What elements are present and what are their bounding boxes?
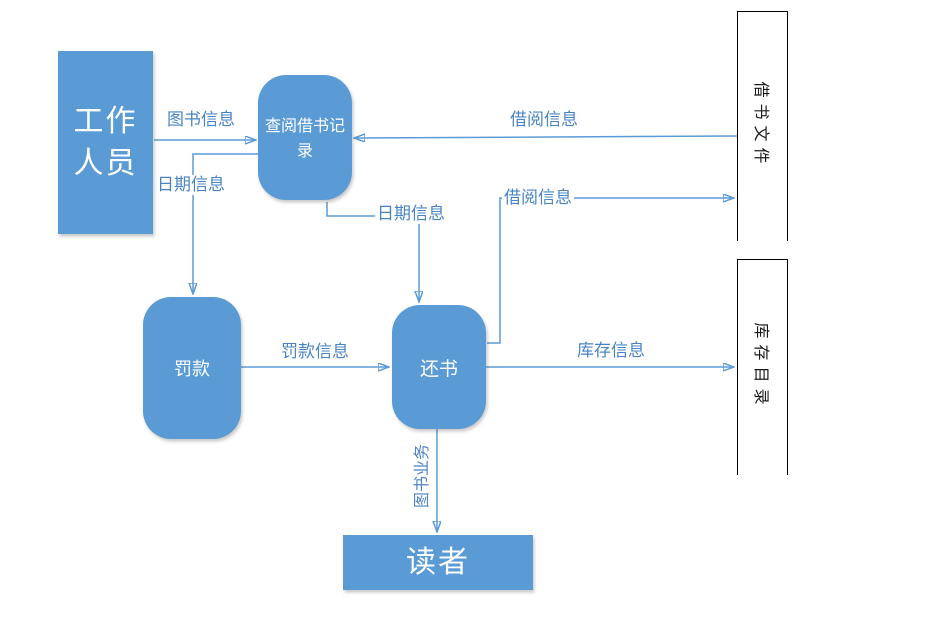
node-staff: 工作人员: [58, 51, 153, 234]
node-reader: 读者: [343, 535, 533, 590]
node-check-record: 查阅借书记录: [258, 75, 352, 200]
flow-label-book-business: 图书业务: [412, 443, 431, 508]
node-borrow-file: [737, 11, 788, 241]
flow-label-fine-info: 罚款信息: [279, 342, 351, 362]
flow-date-info-2-arrow: [326, 202, 419, 302]
flow-label-date-info-2: 日期信息: [375, 204, 447, 224]
flow-borrow-info-top-arrow: [354, 136, 738, 138]
flow-label-inventory-info: 库存信息: [575, 341, 647, 361]
node-inventory-catalog: [737, 259, 788, 475]
flow-label-borrow-info-top: 借阅信息: [508, 110, 580, 130]
flow-label-date-info-1: 日期信息: [155, 175, 227, 195]
flow-label-book-info: 图书信息: [165, 110, 237, 130]
node-return-book: 还书: [392, 305, 486, 429]
flow-borrow-info-up-arrow: [487, 198, 734, 344]
flow-label-borrow-info-up: 借阅信息: [502, 188, 574, 208]
node-inventory-catalog-label: 库存目录: [752, 322, 771, 411]
node-fine: 罚款: [143, 297, 241, 439]
node-borrow-file-label: 借书文件: [752, 81, 771, 170]
flow-date-info-1-arrow: [193, 153, 258, 294]
